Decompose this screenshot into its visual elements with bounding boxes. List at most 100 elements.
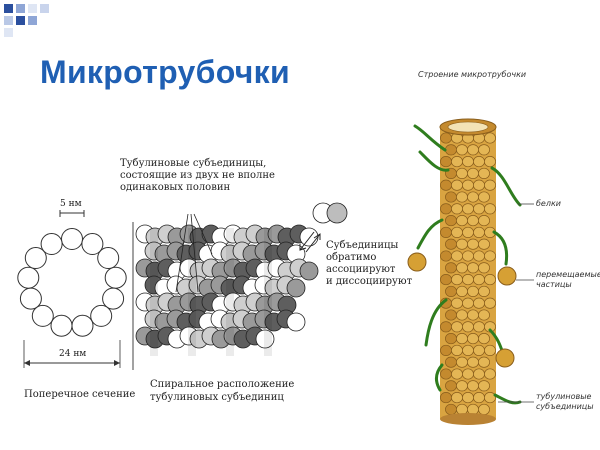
- microtubule-ring: [17, 228, 127, 337]
- tubulin-bead: [451, 344, 463, 356]
- moving-particles: [407, 252, 517, 368]
- proteins-label: белки: [536, 199, 561, 208]
- tubulin-bead: [451, 297, 463, 309]
- protofilament-circle: [81, 233, 104, 255]
- tubulin-bead: [462, 203, 474, 215]
- tubulin-bead: [451, 203, 463, 215]
- tubulin-bead: [462, 392, 474, 404]
- tubulin-bead: [467, 309, 479, 321]
- size-5nm-label: 5 нм: [60, 199, 82, 209]
- slide-title: Микротрубочки: [40, 54, 290, 90]
- tubulin-bead: [440, 392, 452, 404]
- tubulin-bead: [462, 179, 474, 191]
- tubulin-bead: [473, 226, 485, 238]
- tubulin-bead: [478, 262, 490, 274]
- tubulin-bead: [484, 368, 496, 380]
- tubulin-bead: [440, 132, 452, 144]
- tubulin-bead: [484, 392, 496, 404]
- tubulin-spiral: [135, 224, 319, 356]
- tubulin-bead: [478, 403, 490, 415]
- tubulin-bead: [440, 368, 452, 380]
- tubulin-dimer: [223, 326, 253, 349]
- protofilament-circle: [31, 304, 54, 327]
- tubulin-dimer: [144, 241, 174, 264]
- tubulin-bead: [478, 215, 490, 227]
- tubulin-bead: [451, 226, 463, 238]
- tubulin-bead: [478, 380, 490, 392]
- tubulin-bead: [462, 274, 474, 286]
- tubulin-bead: [467, 333, 479, 345]
- tubulin-bead: [440, 179, 452, 191]
- shade-band: [264, 228, 272, 356]
- cross-section-label: Поперечное сечение: [24, 389, 136, 400]
- protofilament-circle: [24, 247, 47, 269]
- caption-pointers: [175, 213, 213, 293]
- tubulin-bead: [456, 191, 468, 203]
- tubulin-bead: [473, 179, 485, 191]
- tubulin-bead: [451, 274, 463, 286]
- tubulin-bead: [462, 344, 474, 356]
- tubulin-bead: [467, 285, 479, 297]
- protofilament-circle: [97, 247, 120, 269]
- protofilament-circle: [40, 233, 63, 255]
- tubulin-bead: [484, 297, 496, 309]
- tubulin-bead: [456, 309, 468, 321]
- tubulin-bead: [440, 226, 452, 238]
- tubulin-bead: [478, 167, 490, 179]
- tubulin-dimer: [245, 326, 275, 349]
- tubulin-bead: [467, 191, 479, 203]
- tubulin-subunits-label: тубулиновые субъединицы: [536, 392, 594, 411]
- tubulin-dimer: [135, 258, 165, 281]
- corner-decoration: [4, 4, 49, 37]
- tubulin-bead: [478, 356, 490, 368]
- size-24nm-label: 24 нм: [59, 349, 87, 359]
- tubulin-bead: [445, 356, 457, 368]
- tubulin-bead: [473, 156, 485, 168]
- tubulin-bead: [440, 274, 452, 286]
- tubulin-bead: [456, 215, 468, 227]
- tubulin-bead: [451, 368, 463, 380]
- tubulin-dimer: [289, 258, 319, 281]
- tubulin-bead: [445, 262, 457, 274]
- tubulin-bead: [478, 144, 490, 156]
- tubulin-dimer: [289, 224, 319, 247]
- tubulin-bead: [484, 203, 496, 215]
- tubulin-bead: [484, 179, 496, 191]
- tubulin-bead: [467, 262, 479, 274]
- tubulin-bead: [473, 297, 485, 309]
- tubulin-bead: [456, 380, 468, 392]
- tubulin-bead: [456, 356, 468, 368]
- tubulin-bead: [484, 274, 496, 286]
- tubulin-dimer: [157, 326, 187, 349]
- tubulin-bead: [473, 321, 485, 333]
- tubulin-bead: [440, 344, 452, 356]
- tubulin-bead: [456, 333, 468, 345]
- tubulin-dimer: [188, 275, 218, 298]
- tubulin-bead: [462, 226, 474, 238]
- subunits-caption: Тубулиновые субъединицы, состоящие из дв…: [120, 158, 275, 193]
- tubulin-bead: [456, 285, 468, 297]
- tubulin-bead: [462, 250, 474, 262]
- tubulin-bead: [473, 368, 485, 380]
- tubulin-bead: [473, 274, 485, 286]
- tubulin-bead: [445, 333, 457, 345]
- tubulin-dimer: [179, 292, 209, 315]
- tubulin-bead: [462, 297, 474, 309]
- tubulin-bead: [445, 191, 457, 203]
- protofilament-circle: [17, 266, 40, 289]
- tubulin-bead: [484, 250, 496, 262]
- label-pointers: [498, 203, 534, 403]
- tubulin-bead: [467, 356, 479, 368]
- tubulin-bead: [478, 309, 490, 321]
- tubulin-bead: [456, 167, 468, 179]
- structure-title: Строение микротрубочки: [418, 70, 527, 79]
- tubulin-bead: [467, 238, 479, 250]
- tubulin-bead: [445, 215, 457, 227]
- tubulin-bead: [473, 344, 485, 356]
- spiral-caption: Спиральное расположение тубулиновых субъ…: [150, 379, 295, 403]
- protofilament-circle: [90, 304, 113, 327]
- tubulin-bead: [473, 203, 485, 215]
- tubulin-bead: [451, 156, 463, 168]
